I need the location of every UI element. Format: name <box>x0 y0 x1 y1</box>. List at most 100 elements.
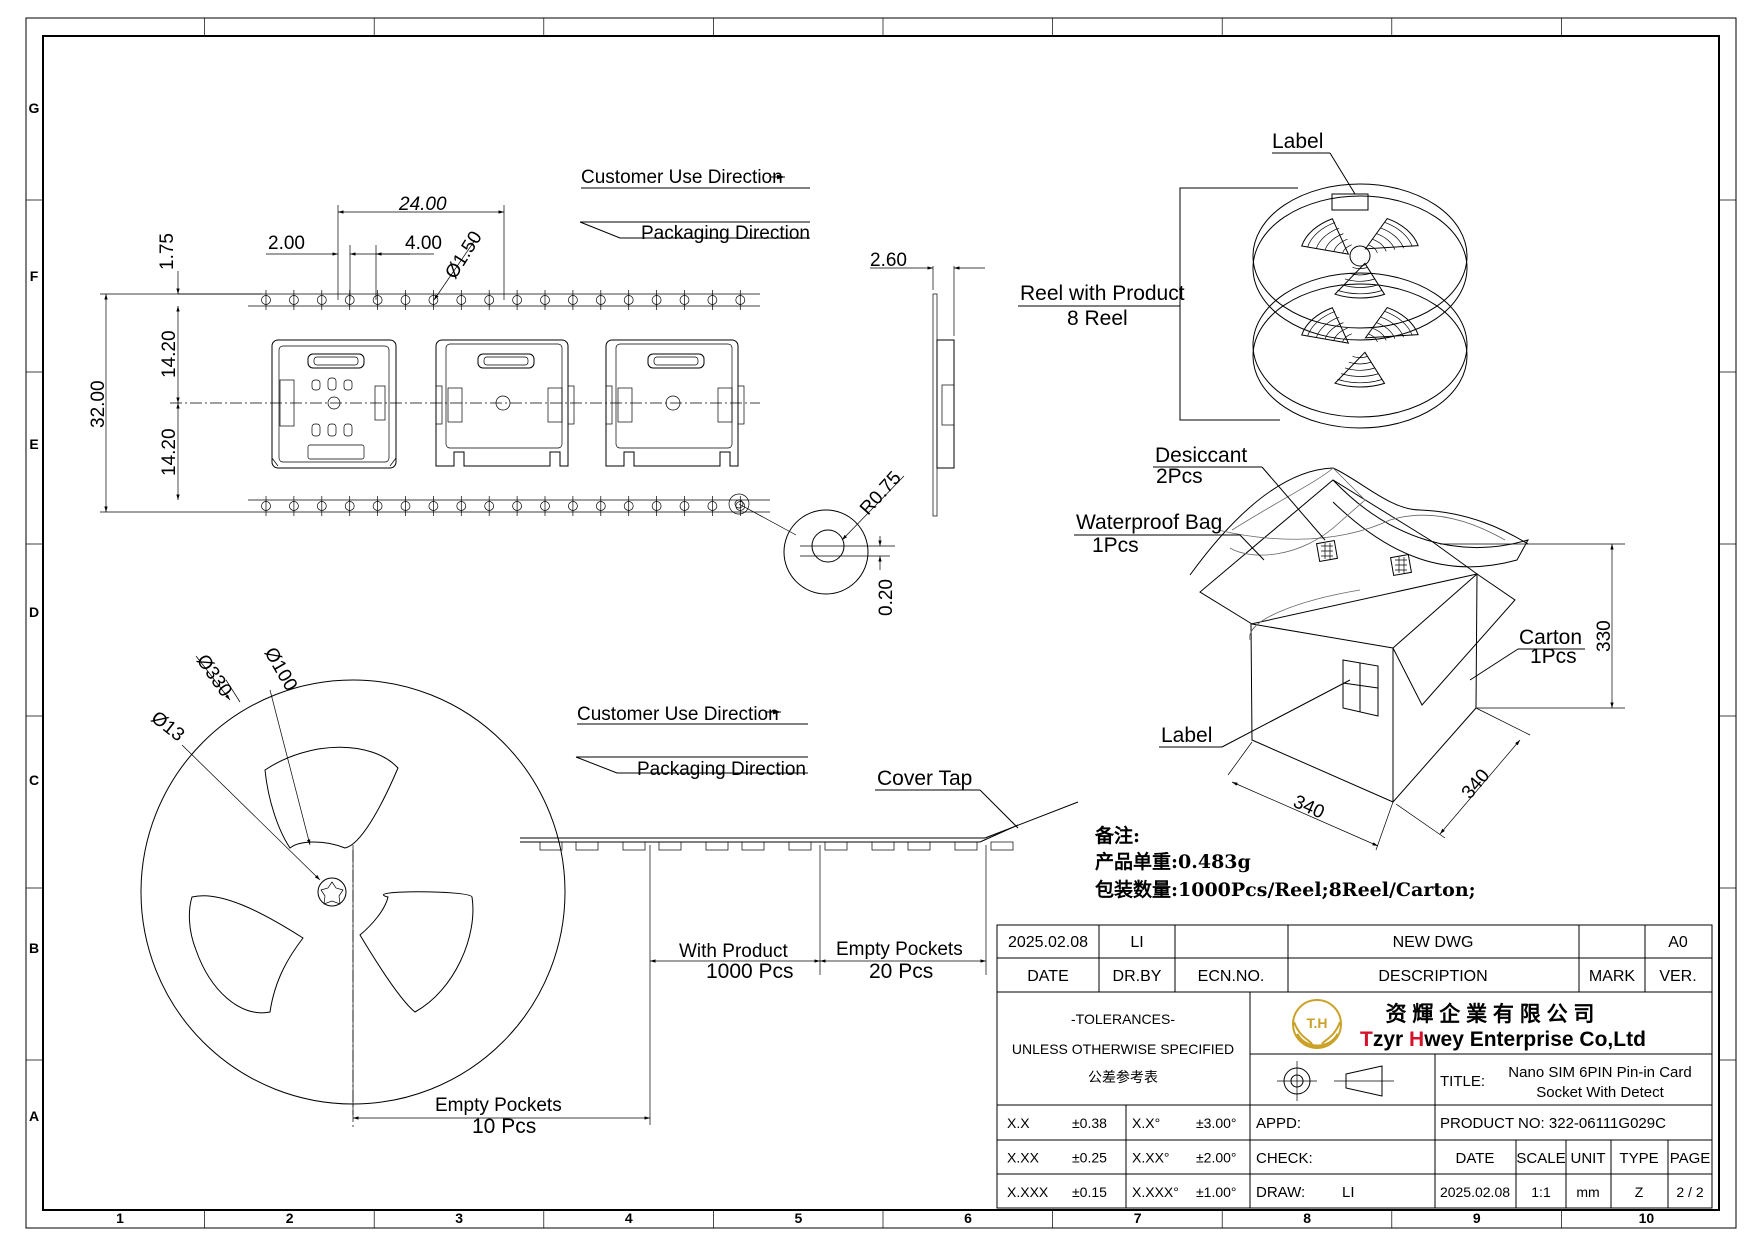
dim-radius: R0.75 <box>856 468 906 520</box>
column-label: 7 <box>1134 1210 1142 1226</box>
reel-stack: Label Reel with Product 8 Reel <box>1018 130 1468 429</box>
tol-linear-value: ±0.25 <box>1072 1150 1107 1166</box>
side-pocket <box>575 841 599 851</box>
tol-angular-value: ±2.00° <box>1196 1150 1237 1166</box>
info-value: 2025.02.08 <box>1440 1184 1510 1200</box>
revision-header: DESCRIPTION <box>1378 968 1487 985</box>
row-label: E <box>29 436 38 452</box>
rev-description: NEW DWG <box>1393 934 1474 951</box>
info-header: SCALE <box>1516 1150 1565 1167</box>
info-header: UNIT <box>1571 1150 1606 1167</box>
revision-header: DR.BY <box>1113 968 1162 985</box>
side-pocket <box>788 841 812 851</box>
dim-thickness: 2.60 <box>870 250 907 271</box>
carrier-tape-top-view: Customer Use Direction Packaging Directi… <box>88 167 985 616</box>
notes-heading: 备注: <box>1094 824 1140 847</box>
carton-label: Carton <box>1519 626 1582 649</box>
dim-reel-outer: Ø330 <box>192 651 236 701</box>
company-logo: T.H <box>1292 999 1342 1049</box>
tol-angular: X.XX° <box>1132 1150 1170 1166</box>
dim-half-upper: 14.20 <box>159 330 180 378</box>
customer-use-direction-label-2: Customer Use Direction <box>577 704 779 725</box>
empty-pockets-20-count: 20 Pcs <box>869 960 933 983</box>
side-pocket <box>658 841 682 851</box>
tol-linear: X.X <box>1007 1115 1030 1131</box>
column-label: 9 <box>1473 1210 1481 1226</box>
cover-tape-label: Cover Tap <box>877 767 972 790</box>
pocket-empty-1 <box>435 339 575 467</box>
desiccant-count: 2Pcs <box>1156 465 1203 488</box>
tol-angular-value: ±3.00° <box>1196 1115 1237 1131</box>
tol-linear-value: ±0.38 <box>1072 1115 1107 1131</box>
tolerances-cn: 公差参考表 <box>1088 1069 1158 1085</box>
notes-weight: 产品单重:0.483g <box>1095 850 1251 873</box>
pocket-empty-2 <box>605 339 745 467</box>
reel-count-label: 8 Reel <box>1067 307 1128 330</box>
column-label: 5 <box>795 1210 803 1226</box>
title-line2: Socket With Detect <box>1536 1084 1664 1101</box>
dim-1-75: 1.75 <box>157 233 178 270</box>
dim-carton-height: 330 <box>1594 620 1615 652</box>
dim-reel-hub: Ø100 <box>260 644 301 695</box>
empty-pockets-20-label: Empty Pockets <box>836 939 963 960</box>
column-label: 2 <box>286 1210 294 1226</box>
info-value: 1:1 <box>1531 1184 1551 1200</box>
reel-label-callout: Label <box>1272 130 1323 153</box>
title-label: TITLE: <box>1440 1073 1485 1090</box>
tolerances-subtitle: UNLESS OTHERWISE SPECIFIED <box>1012 1041 1234 1057</box>
side-pocket <box>705 841 729 851</box>
side-pocket <box>741 841 765 851</box>
column-label: 1 <box>116 1210 124 1226</box>
carton-count: 1Pcs <box>1530 645 1577 668</box>
title-line1: Nano SIM 6PIN Pin-in Card <box>1508 1064 1691 1081</box>
info-header: DATE <box>1456 1150 1495 1167</box>
column-label: 10 <box>1639 1210 1655 1226</box>
tol-angular-value: ±1.00° <box>1196 1184 1237 1200</box>
third-angle-projection-icon <box>1277 1061 1394 1101</box>
with-product-count: 1000 Pcs <box>706 960 794 983</box>
dim-2-00: 2.00 <box>268 233 305 254</box>
dim-hole-diameter: Ø1.50 <box>441 228 486 283</box>
appd-label: APPD: <box>1256 1115 1301 1132</box>
empty-pockets-10-count: 10 Pcs <box>472 1115 536 1138</box>
reel-with-product-label: Reel with Product <box>1020 282 1185 305</box>
tol-linear: X.XXX <box>1007 1184 1049 1200</box>
column-label: 3 <box>455 1210 463 1226</box>
tolerances-title: -TOLERANCES- <box>1071 1011 1175 1027</box>
draw-value: LI <box>1342 1184 1355 1201</box>
dim-carton-width: 340 <box>1290 791 1328 823</box>
rev-drawn-by: LI <box>1130 934 1143 951</box>
column-label: 4 <box>625 1210 633 1226</box>
draw-label: DRAW: <box>1256 1184 1305 1201</box>
rev-date: 2025.02.08 <box>1008 934 1088 951</box>
dim-pitch-total: 24.00 <box>398 194 447 215</box>
check-label: CHECK: <box>1256 1150 1313 1167</box>
info-value: mm <box>1576 1184 1599 1200</box>
notes-packing: 包装数量:1000Pcs/Reel;8Reel/Carton; <box>1095 878 1476 901</box>
row-label: F <box>30 268 39 284</box>
row-label: D <box>29 604 39 620</box>
column-label: 6 <box>964 1210 972 1226</box>
row-label: B <box>29 940 39 956</box>
empty-pockets-10-label: Empty Pockets <box>435 1095 562 1116</box>
tol-linear: X.XX <box>1007 1150 1040 1166</box>
dim-4-00: 4.00 <box>405 233 442 254</box>
tol-linear-value: ±0.15 <box>1072 1184 1107 1200</box>
row-label: G <box>29 100 40 116</box>
side-pocket <box>539 841 563 851</box>
dim-0-20: 0.20 <box>876 579 897 616</box>
rev-version: A0 <box>1668 934 1688 951</box>
with-product-label: With Product <box>679 941 788 962</box>
revision-header: MARK <box>1589 968 1636 985</box>
info-value: Z <box>1635 1184 1644 1200</box>
side-pocket <box>990 841 1014 851</box>
column-label: 8 <box>1303 1210 1311 1226</box>
packaging-direction-label-2: Packaging Direction <box>637 759 806 780</box>
column-labels: 1 2 3 4 5 6 7 8 9 10 <box>116 1210 1654 1226</box>
dim-tape-width: 32.00 <box>88 380 109 428</box>
pocket-with-product <box>271 339 397 469</box>
info-header: TYPE <box>1619 1150 1658 1167</box>
